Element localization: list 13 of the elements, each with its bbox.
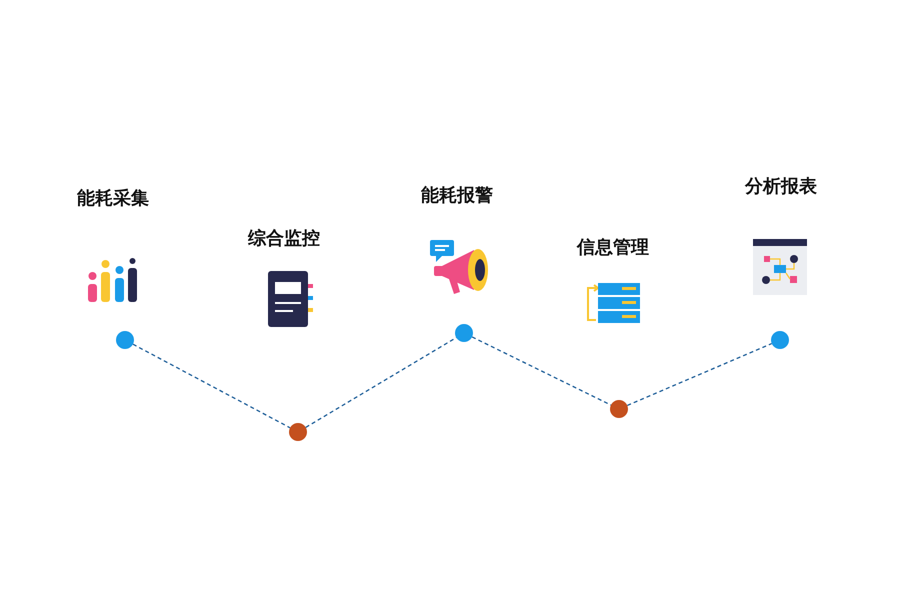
dashed-connector [132, 344, 290, 428]
dashed-connector [472, 336, 612, 406]
step-title: 能耗采集 [77, 187, 149, 210]
timeline-dot [610, 400, 628, 418]
dashed-connector [627, 342, 772, 406]
step-title: 能耗报警 [421, 184, 493, 207]
step-title: 分析报表 [745, 175, 817, 198]
step-title: 信息管理 [577, 236, 649, 259]
timeline-dot [289, 423, 307, 441]
timeline-dot [771, 331, 789, 349]
timeline-dot [116, 331, 134, 349]
step-title: 综合监控 [248, 227, 320, 250]
timeline-dot [455, 324, 473, 342]
